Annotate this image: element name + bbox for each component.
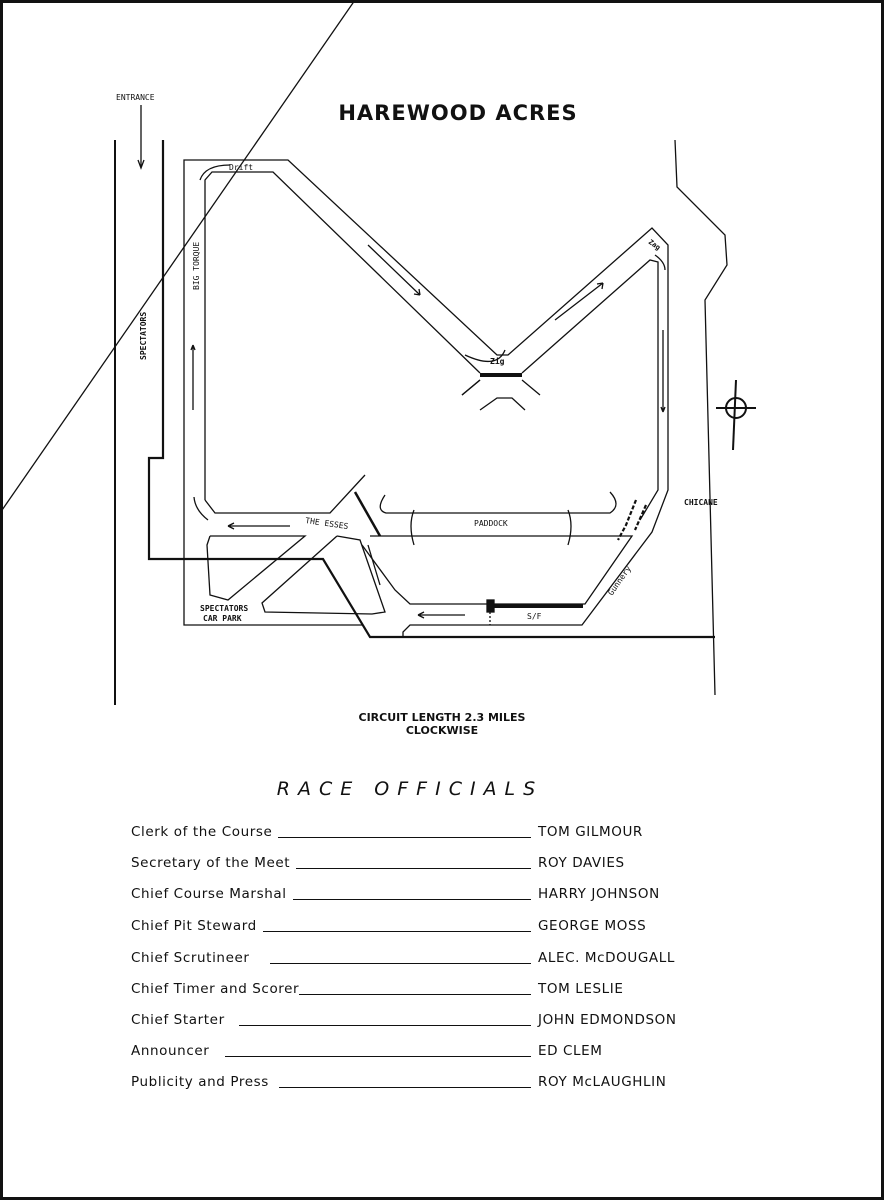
paddock-gates [410, 509, 572, 546]
boundary-right [674, 139, 728, 696]
direction-arrow [367, 244, 421, 296]
label-car-park: SPECTATORS [200, 604, 248, 613]
official-role: Announcer [131, 1043, 226, 1059]
label-start-finish: S/F [527, 612, 542, 621]
leader-line [131, 994, 531, 995]
officials-heading: RACE OFFICIALS [276, 778, 544, 800]
track-inner-edge-right [521, 259, 659, 521]
official-name: ROY McLAUGHLIN [538, 1074, 667, 1090]
label-the-esses: THE ESSES [305, 516, 349, 531]
official-role: Chief Timer and Scorer [131, 981, 300, 997]
corner-arrows [193, 164, 666, 521]
paddock-road [379, 491, 617, 514]
official-role: Clerk of the Course [131, 824, 279, 840]
label-entrance: ENTRANCE [116, 93, 155, 102]
label-big-torque: BIG TORQUE [192, 242, 201, 290]
official-name: TOM GILMOUR [538, 824, 643, 840]
official-role: Chief Pit Steward [131, 918, 263, 934]
leader-line [131, 837, 531, 838]
official-name: HARRY JOHNSON [538, 886, 660, 902]
property-boundary [147, 140, 715, 639]
official-row: Clerk of the Course TOM GILMOUR [131, 824, 691, 844]
label-spectators: SPECTATORS [139, 312, 148, 360]
official-role: Publicity and Press [131, 1074, 279, 1090]
track-outer-edge [183, 159, 669, 637]
arrowhead-icon [137, 159, 145, 170]
official-row: Chief Pit Steward GEORGE MOSS [131, 918, 691, 938]
compass-rose-icon [716, 379, 756, 451]
official-row: Secretary of the Meet ROY DAVIES [131, 855, 691, 875]
direction-arrow [367, 544, 381, 586]
official-role: Secretary of the Meet [131, 855, 297, 871]
official-role: Chief Scrutineer [131, 950, 270, 966]
direction-arrow [660, 330, 666, 413]
label-zag: Zag [647, 238, 662, 252]
direction-arrow [554, 282, 604, 321]
direction-arrow [190, 344, 196, 410]
leader-line [131, 899, 531, 900]
official-row: Announcer ED CLEM [131, 1043, 691, 1063]
timing-box [486, 599, 495, 613]
label-drift: Drift [229, 163, 253, 172]
circuit-direction: CLOCKWISE [405, 724, 479, 737]
official-row: Chief Timer and Scorer TOM LESLIE [131, 981, 691, 1001]
map-title: HAREWOOD ACRES [338, 101, 578, 125]
zig-flare-lines [461, 379, 541, 411]
official-name: ED CLEM [538, 1043, 603, 1059]
label-chicane: CHICANE [684, 498, 718, 507]
infield-lower [361, 535, 634, 605]
car-park-bottom [183, 600, 363, 626]
official-row: Chief Starter JOHN EDMONDSON [131, 1012, 691, 1032]
leader-line [131, 1056, 531, 1057]
official-name: TOM LESLIE [538, 981, 624, 997]
official-name: JOHN EDMONDSON [538, 1012, 677, 1028]
car-park-left [206, 535, 307, 601]
leader-line [131, 1087, 531, 1088]
divider [0, 0, 356, 514]
esses-upper [204, 474, 366, 514]
circuit-info: CIRCUIT LENGTH 2.3 MILES CLOCKWISE [0, 711, 884, 737]
official-name: ROY DAVIES [538, 855, 625, 871]
leader-line [131, 963, 531, 964]
label-car-park-2: CAR PARK [203, 614, 242, 623]
circuit-map: ENTRANCE SPECTATORS BIG TORQUE Drift Zig… [0, 0, 756, 705]
label-paddock: PADDOCK [474, 519, 508, 528]
official-row: Chief Course Marshal HARRY JOHNSON [131, 886, 691, 906]
leader-line [131, 1025, 531, 1026]
official-row: Publicity and Press ROY McLAUGHLIN [131, 1074, 691, 1094]
official-role: Chief Course Marshal [131, 886, 293, 902]
esses-barrier [353, 491, 382, 537]
direction-arrow [227, 522, 290, 530]
circuit-length: CIRCUIT LENGTH 2.3 MILES [358, 711, 526, 724]
label-gunnery: Gunnery [606, 564, 633, 597]
leader-line [131, 931, 531, 932]
car-park-right [261, 535, 386, 615]
official-role: Chief Starter [131, 1012, 239, 1028]
official-row: Chief Scrutineer ALEC. McDOUGALL [131, 950, 691, 970]
leader-line [131, 868, 531, 869]
direction-arrow [417, 611, 465, 619]
official-name: GEORGE MOSS [538, 918, 647, 934]
label-zig: Zig [490, 356, 505, 366]
track-inner-edge-left [204, 171, 481, 500]
official-name: ALEC. McDOUGALL [538, 950, 676, 966]
chicane-dashes [617, 499, 648, 541]
